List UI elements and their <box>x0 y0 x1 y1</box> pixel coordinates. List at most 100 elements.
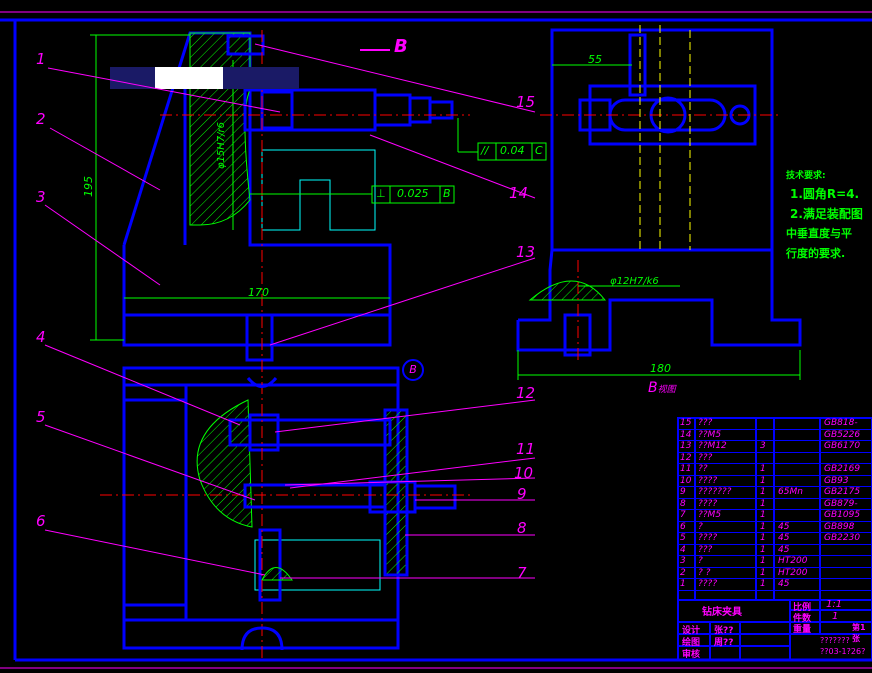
callout-2: 2 <box>36 110 46 128</box>
view-b-caption: B视图 <box>648 380 676 396</box>
bom-cell-mat: HT200 <box>778 556 808 566</box>
bom-cell-mat: HT200 <box>778 567 808 578</box>
view-direction-label: B <box>394 36 408 57</box>
notes-line-4: 行度的要求. <box>786 247 846 260</box>
perp-value: 0.025 <box>397 187 429 200</box>
parallel-symbol: // <box>481 144 489 157</box>
bom-cell-std: GB879- <box>824 498 858 509</box>
draw-name: 周?? <box>714 638 734 648</box>
bom-cell-no: 13 <box>680 441 692 451</box>
bom-cell-name: ??????? <box>698 487 732 497</box>
bom-cell-name: ? <box>698 556 703 566</box>
bom-cell-no: 10 <box>680 475 692 486</box>
bom-cell-std: GB6170 <box>824 441 861 451</box>
bom-cell-qty: 1 <box>760 521 766 532</box>
bom-cell-name: ???? <box>698 533 718 543</box>
bom-cell-std: GB93 <box>824 475 849 486</box>
bom-cell-qty: 1 <box>760 556 766 566</box>
bom-cell-no: 12 <box>680 452 692 463</box>
bom-cell-no: 11 <box>680 464 692 474</box>
bom-cell-std: GB818- <box>824 418 858 428</box>
bom-cell-qty: 1 <box>760 464 766 474</box>
bom-cell-qty: 1 <box>760 567 766 578</box>
title-block-grid <box>678 600 872 660</box>
bom-cell-std: GB2175 <box>824 487 861 497</box>
scale-value: 1:1 <box>826 599 843 610</box>
bom-cell-std: GB5226 <box>824 429 861 440</box>
drawing-code-2: ??03-1?26? <box>820 647 866 656</box>
sheet-label: 第1张 <box>852 623 866 643</box>
bom-cell-name: ? <box>698 521 703 532</box>
callout-6: 6 <box>36 512 46 530</box>
perpendicular-tolerance-frame <box>250 185 455 204</box>
bom-cell-no: 2 <box>680 567 686 578</box>
bom-cell-mat: 45 <box>778 521 790 532</box>
bom-row: 2 ? ? 1 HT200 <box>678 567 872 579</box>
bom-cell-no: 9 <box>680 487 686 497</box>
callout-1: 1 <box>36 50 46 68</box>
bom-cell-name: ???? <box>698 475 718 486</box>
notes-line-1: 1.圆角R=4. <box>790 187 860 201</box>
bom-table-grid <box>677 417 872 661</box>
design-label: 设计 <box>682 626 701 636</box>
callout-5: 5 <box>36 408 46 426</box>
bom-cell-qty: 1 <box>760 544 766 555</box>
bom-cell-mat: 45 <box>778 579 790 589</box>
perp-ref: B <box>443 187 451 200</box>
bom-cell-qty: 3 <box>760 441 766 451</box>
bom-cell-name: ???? <box>698 498 718 509</box>
leader-lines <box>44 43 536 579</box>
bom-cell-no: 4 <box>680 544 686 555</box>
bom-cell-name: ??M5 <box>698 429 722 440</box>
bom-cell-std: GB2230 <box>824 533 861 543</box>
callout-4: 4 <box>36 328 46 346</box>
bom-cell-no: 7 <box>680 510 686 520</box>
bom-cell-no: 1 <box>680 579 686 589</box>
callout-11: 11 <box>516 440 536 458</box>
redacted-block-2 <box>155 67 223 89</box>
callout-8: 8 <box>517 519 527 537</box>
bom-cell-name: ? ? <box>698 567 711 578</box>
bom-cell-no: 8 <box>680 498 686 509</box>
perp-symbol: ⊥ <box>376 187 386 200</box>
scale-label: 比例 <box>793 603 812 613</box>
bom-cell-std: GB1095 <box>824 510 861 520</box>
callout-14: 14 <box>509 184 529 202</box>
callout-15: 15 <box>516 93 536 111</box>
callout-13: 13 <box>516 243 536 261</box>
parallel-tolerance-frame <box>457 118 547 161</box>
bom-cell-no: 5 <box>680 533 686 543</box>
bom-cell-no: 3 <box>680 556 686 566</box>
view-b-letter: B <box>648 380 658 396</box>
dim-55: 55 <box>588 53 602 66</box>
redacted-block-1 <box>110 67 155 89</box>
callout-12: 12 <box>516 384 536 402</box>
draw-label: 绘图 <box>682 638 701 648</box>
bom-cell-qty: 1 <box>760 510 766 520</box>
fit-12: φ12H7/k6 <box>610 276 659 287</box>
qty-label: 件数 <box>793 614 812 624</box>
bom-cell-name: ??? <box>698 452 713 463</box>
bom-row: 12??? <box>678 452 872 464</box>
notes-line-2: 2.满足装配图 <box>790 207 863 221</box>
dim-195: 195 <box>82 176 95 197</box>
bom-row: 9??????? 1 65Mn GB2175 <box>678 487 872 499</box>
callout-7: 7 <box>517 564 527 582</box>
bom-cell-no: 15 <box>680 418 692 428</box>
bom-cell-mat: 65Mn <box>778 487 803 497</box>
redacted-block-3 <box>223 67 299 89</box>
notes-line-3: 中垂直度与平 <box>786 227 852 240</box>
callout-3: 3 <box>36 188 46 206</box>
bom-cell-qty: 1 <box>760 533 766 543</box>
bom-cell-name: ?? <box>698 464 708 474</box>
bom-cell-qty: 1 <box>760 487 766 497</box>
